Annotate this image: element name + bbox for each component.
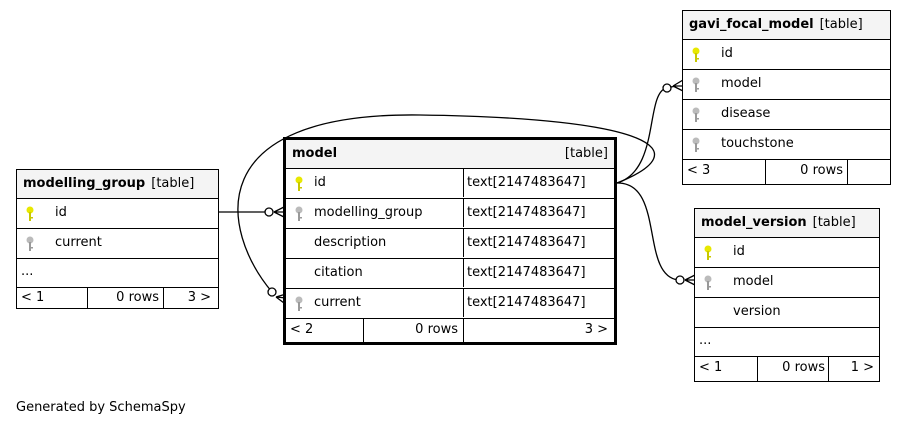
edge-crowfoot-marker xyxy=(684,274,696,286)
table-kind: [table] xyxy=(812,215,856,230)
column-row-version[interactable]: version xyxy=(695,298,879,328)
foreign-key-icon xyxy=(295,206,303,221)
children-count[interactable]: 3 > xyxy=(584,322,608,337)
column-type: text[2147483647] xyxy=(463,229,614,257)
column-type: text[2147483647] xyxy=(463,289,614,317)
column-name: id xyxy=(55,205,67,220)
column-name: current xyxy=(314,295,361,310)
table-kind: [table] xyxy=(819,17,863,32)
column-row-citation[interactable]: citation text[2147483647] xyxy=(286,259,614,289)
column-row-description[interactable]: description text[2147483647] xyxy=(286,229,614,259)
column-type: text[2147483647] xyxy=(463,169,614,197)
table-name: model_version xyxy=(701,215,807,230)
table-kind: [table] xyxy=(564,146,608,161)
column-row-id[interactable]: id text[2147483647] xyxy=(286,169,614,199)
foreign-key-icon xyxy=(692,77,700,92)
foreign-key-icon xyxy=(692,107,700,122)
column-row-model[interactable]: model xyxy=(683,70,890,100)
edge-optional-marker xyxy=(264,207,274,217)
column-row-current[interactable]: current xyxy=(17,229,218,259)
column-name: modelling_group xyxy=(314,205,423,220)
column-row-id[interactable]: id xyxy=(683,40,890,70)
edge-crowfoot-marker xyxy=(672,79,684,92)
foreign-key-icon xyxy=(295,296,303,311)
table-model-version[interactable]: model_version [table] id model version ..… xyxy=(694,208,880,382)
column-name: id xyxy=(314,175,326,190)
edge-optional-marker xyxy=(267,287,277,297)
column-name: current xyxy=(55,235,102,250)
column-row-touchstone[interactable]: touchstone xyxy=(683,130,890,160)
primary-key-icon xyxy=(704,245,712,260)
table-footer: < 3 0 rows xyxy=(683,160,890,184)
parents-count[interactable]: < 2 xyxy=(290,322,314,337)
edge-model-to-model-version xyxy=(616,182,679,281)
edge-optional-marker xyxy=(662,83,672,93)
table-footer: < 1 0 rows 3 > xyxy=(17,288,218,308)
children-count[interactable]: 1 > xyxy=(850,360,874,375)
table-header: model_version [table] xyxy=(695,209,879,238)
foreign-key-icon xyxy=(26,236,34,251)
row-count: 0 rows xyxy=(415,322,458,337)
table-header: gavi_focal_model [table] xyxy=(683,11,890,40)
column-row-id[interactable]: id xyxy=(695,238,879,268)
column-type: text[2147483647] xyxy=(463,199,614,227)
table-name: gavi_focal_model xyxy=(689,17,814,32)
parents-count[interactable]: < 3 xyxy=(687,163,711,178)
table-gavi-focal-model[interactable]: gavi_focal_model [table] id model disease… xyxy=(682,10,891,185)
more-columns-ellipsis: ... xyxy=(17,259,218,288)
generated-by-caption: Generated by SchemaSpy xyxy=(16,400,186,415)
table-header: modelling_group [table] xyxy=(17,170,218,199)
column-name: model xyxy=(721,76,762,91)
column-name: id xyxy=(721,46,733,61)
parents-count[interactable]: < 1 xyxy=(699,360,723,375)
table-model[interactable]: model [table] id text[2147483647] modelli… xyxy=(283,137,617,345)
edge-crowfoot-marker xyxy=(273,206,285,218)
foreign-key-icon xyxy=(704,275,712,290)
column-name: description xyxy=(314,235,387,250)
table-name: modelling_group xyxy=(23,176,146,191)
children-count[interactable]: 3 > xyxy=(187,290,211,305)
column-name: touchstone xyxy=(721,136,794,151)
table-modelling-group[interactable]: modelling_group [table] id current ... < … xyxy=(16,169,219,309)
row-count: 0 rows xyxy=(800,163,843,178)
primary-key-icon xyxy=(692,47,700,62)
column-row-disease[interactable]: disease xyxy=(683,100,890,130)
column-name: id xyxy=(733,244,745,259)
column-name: disease xyxy=(721,106,771,121)
primary-key-icon xyxy=(295,176,303,191)
column-row-model[interactable]: model xyxy=(695,268,879,298)
column-row-current[interactable]: current text[2147483647] xyxy=(286,289,614,319)
column-row-id[interactable]: id xyxy=(17,199,218,229)
primary-key-icon xyxy=(26,206,34,221)
column-row-modelling-group[interactable]: modelling_group text[2147483647] xyxy=(286,199,614,229)
table-name: model xyxy=(292,146,338,161)
edge-model-self-reference xyxy=(237,114,656,293)
row-count: 0 rows xyxy=(782,360,825,375)
column-type: text[2147483647] xyxy=(463,259,614,287)
more-columns-ellipsis: ... xyxy=(695,328,879,357)
column-name: citation xyxy=(314,265,363,280)
table-kind: [table] xyxy=(151,176,195,191)
foreign-key-icon xyxy=(692,137,700,152)
table-footer: < 1 0 rows 1 > xyxy=(695,357,879,381)
parents-count[interactable]: < 1 xyxy=(21,290,45,305)
column-name: model xyxy=(733,274,774,289)
row-count: 0 rows xyxy=(116,290,159,305)
edge-optional-marker xyxy=(675,275,685,285)
column-name: version xyxy=(733,304,781,319)
table-footer: < 2 0 rows 3 > xyxy=(286,319,614,342)
table-header: model [table] xyxy=(286,140,614,169)
